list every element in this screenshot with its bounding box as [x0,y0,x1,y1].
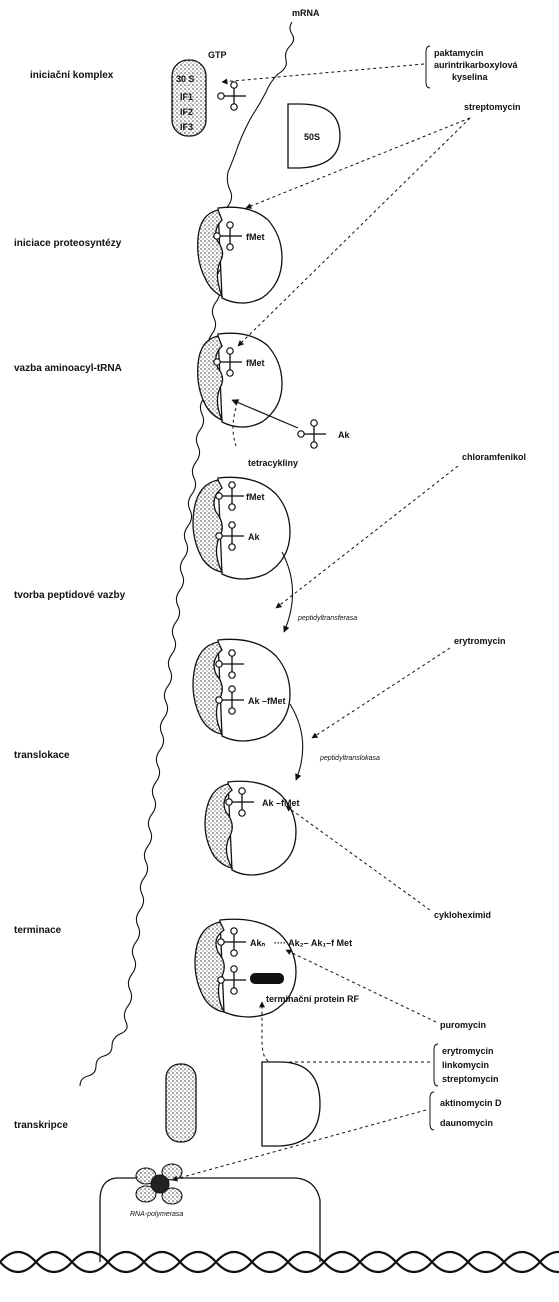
antibiotic-paktamycin: paktamycin [434,48,484,58]
antibiotic-aktinomycin-d: aktinomycin D [440,1098,502,1108]
stage-label-terminace: terminace [14,925,62,936]
aminoacyl-trna-icon [298,420,326,448]
antibiotic-daunomycin: daunomycin [440,1118,493,1128]
transcription-bubble [100,1178,320,1262]
stage-label-iniciace: iniciace proteosyntézy [14,238,122,249]
factor-if2-label: IF2 [180,107,193,117]
stage-label-transkripce: transkripce [14,1120,68,1131]
antibiotic-linkomycin: linkomycin [442,1060,489,1070]
trna-icon [218,82,246,110]
chain-label: ···· Ak₂– Ak₁–f Met [274,938,352,948]
ribosome-binding: fMet [198,333,282,427]
release-factor-shape [250,973,284,984]
free-large-subunit [262,1062,320,1146]
antibiotic-cykloheximid: cykloheximid [434,910,491,920]
ribosome-initiation: fMet [198,207,282,303]
antibiotic-erytromycin-2: erytromycin [442,1046,494,1056]
ribosome-peptide-bond: fMet Ak [193,477,290,579]
gtp-label: GTP [208,50,227,60]
antibiotic-chloramfenikol: chloramfenikol [462,452,526,462]
subunit-30s-with-factors: 30 S IF1 IF2 IF3 [172,60,206,136]
rf-label: terminační protein RF [266,994,360,1004]
antibiotic-kyselina: kyselina [452,72,489,82]
free-small-subunit [166,1064,196,1142]
subunit-50s-label: 50S [304,132,320,142]
stage-label-iniciacni-komplex: iniciační komplex [30,70,114,81]
antibiotic-tetracykliny: tetracykliny [248,458,298,468]
ak-fmet-label: Ak –fMet [262,798,300,808]
factor-if1-label: IF1 [180,92,193,102]
peptidyltranslokase-label: peptidyltranslokasa [319,755,380,762]
ribosome-termination: Akₙ ···· Ak₂– Ak₁–f Met terminační prote… [195,919,360,1017]
fmet-label: fMet [246,232,265,242]
factor-if3-label: IF3 [180,122,193,132]
subunit-30s-label: 30 S [176,74,195,84]
stage-label-tvorba: tvorba peptidové vazby [14,590,126,601]
ribosome-dipeptide: Ak –fMet [193,639,290,741]
antibiotic-puromycin: puromycin [440,1020,486,1030]
rna-polymerase-label: RNA-polymerasa [130,1211,183,1218]
subunit-50s: 50S [288,104,340,168]
ak-fmet-label: Ak –fMet [248,696,286,706]
rna-polymerase [136,1164,182,1204]
antibiotic-erytromycin: erytromycin [454,636,506,646]
inhibition-arrows [172,64,470,1180]
antibiotic-streptomycin: streptomycin [464,102,521,112]
ak-label: Ak [248,532,260,542]
antibiotic-streptomycin-2: streptomycin [442,1074,499,1084]
bracket-group1 [426,46,430,88]
ribosome-translocation: Ak –fMet [205,781,300,875]
stage-label-vazba: vazba aminoacyl-tRNA [14,363,122,374]
mrna-label: mRNA [292,8,320,18]
fmet-label: fMet [246,492,265,502]
antibiotic-aurintrikarboxylova: aurintrikarboxylová [434,60,519,70]
stage-label-translokace: translokace [14,750,70,761]
bracket-group3 [430,1092,434,1130]
fmet-label: fMet [246,358,265,368]
peptidyltransferase-label: peptidyltransferasa [297,615,357,622]
ak-n-label: Akₙ [250,938,266,948]
ak-label: Ak [338,430,350,440]
bracket-group2 [434,1044,438,1086]
dna-double-helix [0,1252,559,1272]
